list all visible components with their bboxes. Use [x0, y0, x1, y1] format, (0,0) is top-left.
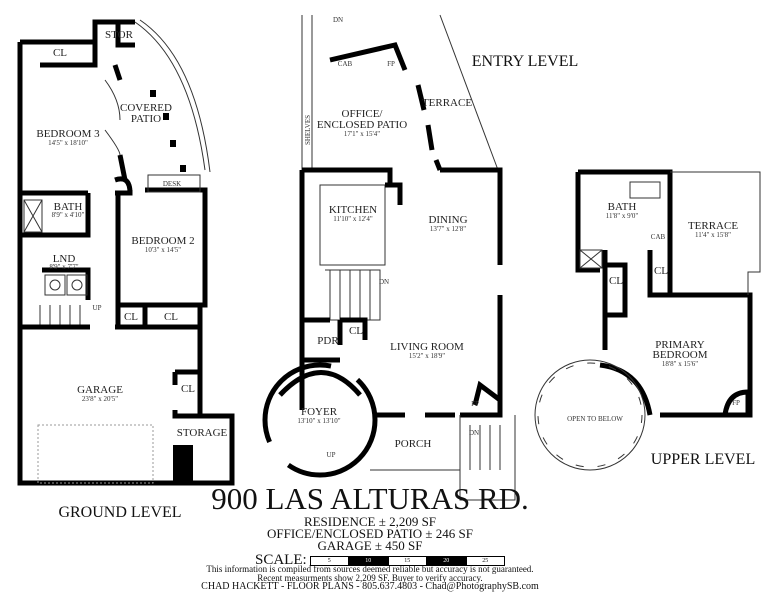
upper-level-title: UPPER LEVEL	[651, 451, 755, 468]
room-porch: PORCH	[395, 438, 432, 450]
entry-level-plan: DN CAB FP TERRACE SHELVES OFFICE/ ENCLOS…	[262, 14, 579, 501]
room-cl-a: CL	[124, 311, 138, 323]
stairs-dn-top: DN	[333, 16, 343, 24]
room-living-dim: 15'2" x 18'9"	[409, 352, 445, 360]
room-primary-dim: 18'8" x 15'6"	[662, 360, 698, 368]
open-to-below: OPEN TO BELOW	[567, 415, 623, 423]
room-stor: STOR	[105, 29, 134, 41]
room-primary-line2: BEDROOM	[652, 349, 707, 361]
room-kitchen: KITCHEN	[329, 204, 377, 216]
room-garage: GARAGE	[77, 384, 123, 396]
stairs-dn-porch: DN	[469, 429, 479, 437]
room-bath-dim: 8'9" x 4'10"	[52, 211, 85, 219]
cab-upper: CAB	[651, 233, 666, 241]
ground-level-title: GROUND LEVEL	[58, 504, 181, 521]
scale-tick: 5	[309, 555, 349, 566]
room-bedroom3: BEDROOM 3	[36, 128, 100, 140]
property-address: 900 LAS ALTURAS RD.	[211, 481, 529, 516]
room-dining-dim: 13'7" x 12'8"	[430, 225, 466, 233]
upper-level-plan: BATH 11'8" x 9'0" CAB TERRACE 11'4" x 15…	[534, 169, 761, 471]
disclaimer-line2: Recent measurments show 2,209 SF. Buyer …	[257, 573, 483, 583]
stairs-up-foyer: UP	[327, 451, 336, 459]
room-covered-patio-line2: PATIO	[131, 113, 161, 125]
room-terrace-upper-dim: 11'4" x 15'8"	[695, 231, 731, 239]
room-storage: STORAGE	[177, 427, 228, 439]
room-cl-garage: CL	[181, 383, 195, 395]
shelves-label: SHELVES	[304, 115, 312, 145]
office-sf: OFFICE/ENCLOSED PATIO ± 246 SF	[266, 526, 474, 541]
ground-level-plan: CL STOR COVERED PATIO BEDROOM 3 14'5" x …	[17, 19, 235, 521]
room-desk: DESK	[163, 180, 181, 188]
scale-tick: 10	[348, 555, 388, 566]
room-bedroom3-dim: 14'5" x 18'10"	[48, 139, 88, 147]
scale-label: SCALE:	[255, 552, 307, 568]
room-primary: PRIMARY	[655, 339, 705, 351]
room-cl-upper-a: CL	[609, 275, 623, 287]
room-bath-upper-dim: 11'8" x 9'0"	[606, 212, 639, 220]
cab-label: CAB	[338, 60, 353, 68]
room-foyer-dim: 13'10" x 13'10"	[297, 417, 340, 425]
stairs-dn: DN	[379, 278, 389, 286]
entry-level-title: ENTRY LEVEL	[472, 53, 579, 70]
room-bath: BATH	[54, 201, 83, 213]
room-cl-upper-b: CL	[654, 265, 668, 277]
fp-living: FP	[471, 400, 479, 408]
room-office-line2: ENCLOSED PATIO	[317, 119, 407, 131]
room-living: LIVING ROOM	[390, 341, 464, 353]
credit-line: CHAD HACKETT - FLOOR PLANS - 805.637.480…	[201, 581, 539, 592]
disclaimer-line1: This information is compiled from source…	[206, 564, 534, 574]
room-terrace-entry: TERRACE	[422, 97, 472, 109]
room-pdr: PDR	[317, 335, 339, 347]
fp-upper: FP	[732, 399, 740, 407]
room-office-dim: 17'1" x 15'4"	[344, 130, 380, 138]
scale-bar: SCALE: 5 10 15 20 25	[255, 552, 505, 569]
scale-tick: 25	[465, 555, 505, 566]
stairs-up: UP	[93, 304, 102, 312]
room-cl-entry: CL	[349, 325, 363, 337]
scale-tick: 20	[426, 555, 466, 566]
fp-office: FP	[387, 60, 395, 68]
room-garage-dim: 23'8" x 20'5"	[82, 395, 118, 403]
residence-sf: RESIDENCE ± 2,209 SF	[303, 514, 437, 529]
room-dining: DINING	[428, 214, 467, 226]
garage-sf: GARAGE ± 450 SF	[317, 538, 423, 553]
scale-tick: 15	[387, 555, 427, 566]
room-cl-top: CL	[53, 47, 67, 59]
room-terrace-upper: TERRACE	[688, 220, 738, 232]
room-office: OFFICE/	[342, 108, 384, 120]
room-lnd-dim: 8'9" x 7'7"	[49, 263, 78, 271]
room-bath-upper: BATH	[608, 201, 637, 213]
room-lnd: LND	[53, 253, 76, 265]
room-bedroom2-dim: 10'3" x 14'5"	[145, 246, 181, 254]
room-cl-b: CL	[164, 311, 178, 323]
room-foyer: FOYER	[301, 406, 338, 418]
room-bedroom2: BEDROOM 2	[131, 235, 194, 247]
room-covered-patio: COVERED	[120, 102, 172, 114]
room-kitchen-dim: 11'10" x 12'4"	[333, 215, 373, 223]
